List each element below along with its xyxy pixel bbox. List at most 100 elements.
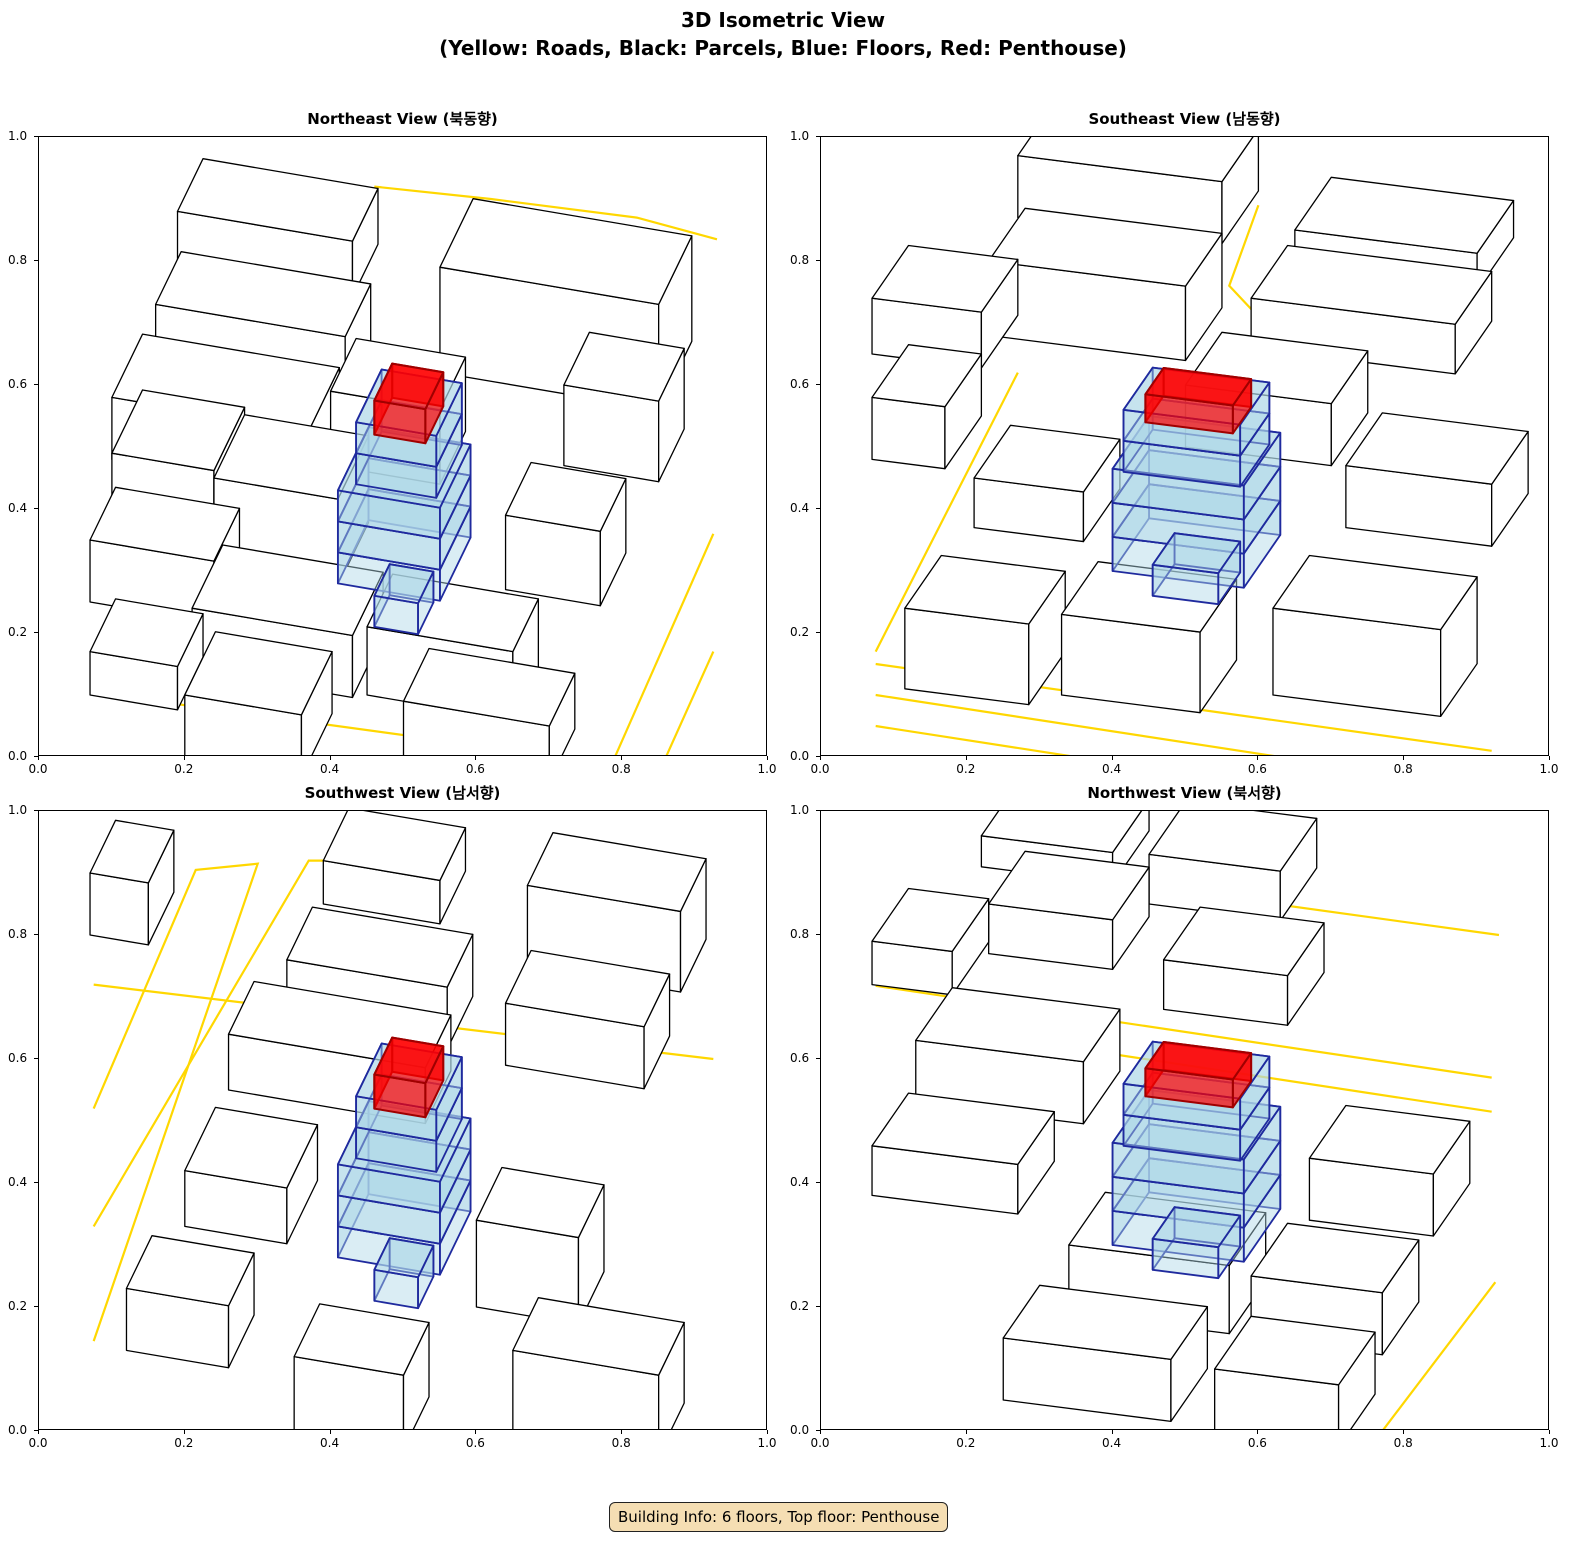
x-tick-label: 0.0 [810,762,830,776]
x-tick-label: 0.8 [1393,762,1413,776]
plot-area [820,136,1549,756]
parcel-building [904,554,1066,706]
y-tick-label: 0.0 [8,749,28,763]
y-tick [816,1306,820,1307]
parcel-building [89,819,175,946]
parcel-building [184,631,333,755]
building-floor [336,1162,472,1276]
x-tick [475,756,477,760]
y-tick [816,1058,820,1059]
building-floor [373,1237,435,1310]
x-tick [1257,756,1259,760]
x-tick-label: 0.0 [28,1436,48,1450]
x-tick [965,756,967,760]
x-tick [1111,756,1113,760]
y-tick-label: 0.4 [790,501,810,515]
y-tick [816,508,820,509]
parcel-building [973,424,1121,543]
x-tick-label: 0.2 [956,1436,976,1450]
x-tick-label: 0.2 [174,762,194,776]
y-tick-label: 0.0 [790,1423,810,1437]
y-tick [34,632,38,633]
y-tick-label: 1.0 [8,803,28,817]
road-line [1227,204,1260,318]
x-tick [767,756,768,760]
figure-title-line1: 3D Isometric View [680,8,886,32]
x-tick [329,756,331,760]
parcel-building [1345,412,1529,547]
building-floor [336,488,472,602]
y-tick [34,260,38,261]
x-tick [1403,756,1405,760]
x-tick [820,756,821,760]
x-tick-label: 0.4 [1102,762,1122,776]
y-tick [816,1182,820,1183]
y-tick-label: 0.8 [8,253,28,267]
x-tick [1257,1430,1259,1434]
y-tick-label: 0.6 [790,1051,810,1065]
building-floor [373,563,435,636]
figure-title: 3D Isometric View (Yellow: Roads, Black:… [0,6,1566,62]
x-tick [965,1430,967,1434]
road-line [875,724,1071,755]
x-tick [183,756,185,760]
x-tick [621,1430,623,1434]
parcel-building [1162,906,1325,1026]
y-tick-label: 0.6 [8,377,28,391]
parcel-building [184,1106,319,1245]
y-tick [34,1182,38,1183]
road-line [614,533,715,755]
road-line [374,185,718,241]
building-floor [1111,415,1282,521]
y-tick-label: 1.0 [8,129,28,143]
parcel-building [402,647,576,755]
y-tick-label: 0.2 [8,1299,28,1313]
y-tick-label: 0.4 [8,501,28,515]
x-tick [1111,1430,1113,1434]
parcel-building [1214,1315,1376,1429]
parcel-building [1308,1104,1471,1237]
parcel-building [322,811,467,925]
y-tick-label: 0.6 [8,1051,28,1065]
isometric-scene [89,811,714,1429]
parcel-building [504,949,671,1090]
x-tick-label: 0.8 [611,762,631,776]
x-tick-label: 0.6 [465,1436,485,1450]
plot-area [38,136,767,756]
parcel-building [1272,554,1478,718]
parcel-building [1060,561,1238,714]
parcel-building [988,850,1150,971]
y-tick [34,1430,38,1431]
x-tick-label: 0.6 [1247,762,1267,776]
y-tick-label: 0.4 [790,1175,810,1189]
x-tick-label: 0.0 [28,762,48,776]
y-tick [34,508,38,509]
x-tick [38,1430,39,1434]
y-tick-label: 0.8 [790,927,810,941]
penthouse [1144,366,1253,435]
figure-title-line2: (Yellow: Roads, Black: Parcels, Blue: Fl… [439,36,1127,60]
building-floor [1151,532,1242,606]
x-tick-label: 0.2 [956,762,976,776]
x-tick-label: 0.4 [320,1436,340,1450]
x-tick-label: 1.0 [757,1436,777,1450]
y-tick-label: 0.2 [790,1299,810,1313]
subplot-title: Southeast View (남동향) [1088,110,1281,128]
x-tick [183,1430,185,1434]
parcel-building [1148,811,1318,922]
y-tick [34,1058,38,1059]
x-tick [1549,756,1550,760]
y-tick-label: 0.2 [8,625,28,639]
subplot-title: Northwest View (북서향) [1087,784,1282,802]
isometric-scene [89,158,718,755]
y-tick [816,260,820,261]
parcel-building [871,887,990,996]
building-floor [1151,1206,1242,1280]
y-tick [34,934,38,935]
penthouse [373,1036,445,1119]
parcel-building [1250,244,1493,375]
x-tick [329,1430,331,1434]
